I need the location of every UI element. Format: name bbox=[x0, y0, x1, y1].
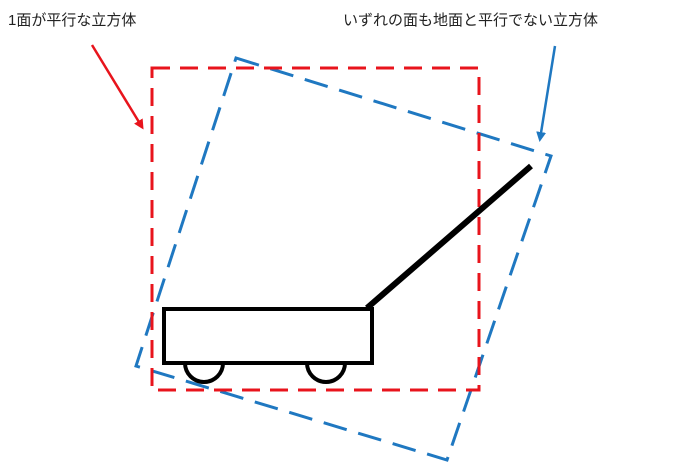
tilted-cube-outline bbox=[134, 56, 553, 462]
tilted-cube-arrow bbox=[536, 45, 557, 142]
cart-wheel-left bbox=[183, 362, 225, 384]
tilted-cube-label: いずれの面も地面と平行でない立方体 bbox=[343, 12, 599, 29]
cart-wheel-right bbox=[305, 362, 347, 384]
cart-handle bbox=[365, 163, 533, 311]
parallel-cube-label: 1面が平行な立方体 bbox=[8, 12, 137, 29]
cart-body bbox=[162, 307, 374, 365]
parallel-cube-arrow bbox=[90, 44, 144, 130]
parallel-cube-outline bbox=[150, 66, 481, 392]
